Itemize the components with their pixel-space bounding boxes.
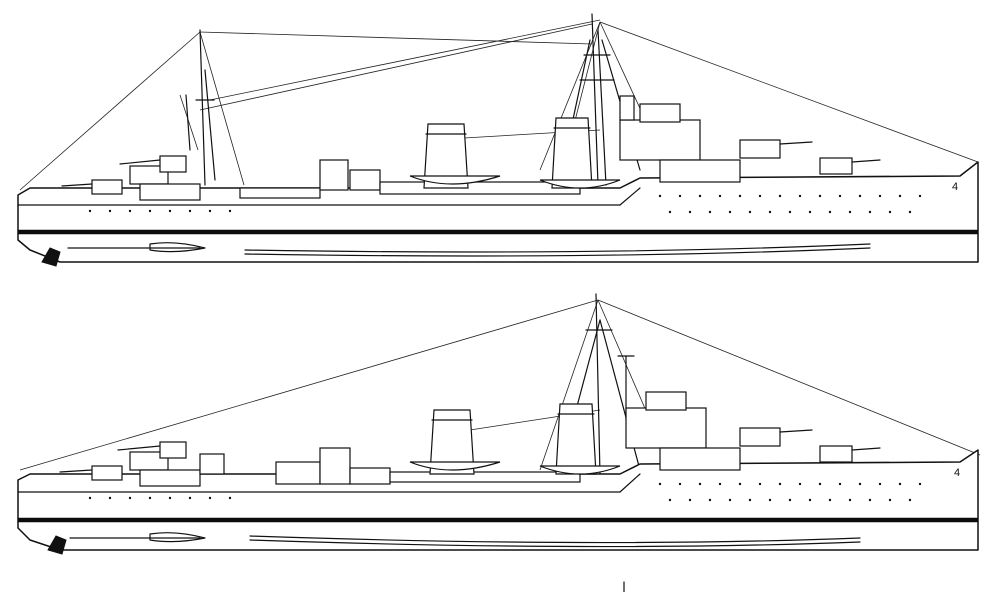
- upper-scuttles: [88, 194, 922, 214]
- lower-pennant-mark: 4: [954, 467, 960, 479]
- upper-boats: [409, 175, 621, 189]
- lower-scuttles: [88, 482, 922, 502]
- lower-bridge: [625, 391, 741, 471]
- lower-fore-gun-mounts: [739, 427, 881, 463]
- lower-midships-deckhouse: [275, 447, 581, 485]
- lower-funnels: [429, 403, 597, 475]
- lower-aft-gun-mounts: [59, 441, 225, 487]
- upper-bridge: [619, 95, 741, 183]
- upper-midships-deckhouse: [239, 159, 581, 199]
- upper-pennant-mark: 4: [952, 181, 958, 193]
- lower-rigging: [19, 299, 981, 471]
- upper-fore-gun-mounts: [739, 139, 881, 175]
- lower-ship-profile: 4: [17, 293, 981, 555]
- lower-boats: [409, 461, 621, 475]
- upper-propeller-and-shaft: [41, 242, 871, 267]
- upper-aft-gun-mounts: [61, 155, 201, 201]
- upper-ship-profile: 4: [17, 13, 979, 267]
- upper-funnels: [423, 117, 593, 189]
- lower-propeller-and-shaft: [47, 532, 861, 555]
- upper-mainmast: [185, 29, 216, 186]
